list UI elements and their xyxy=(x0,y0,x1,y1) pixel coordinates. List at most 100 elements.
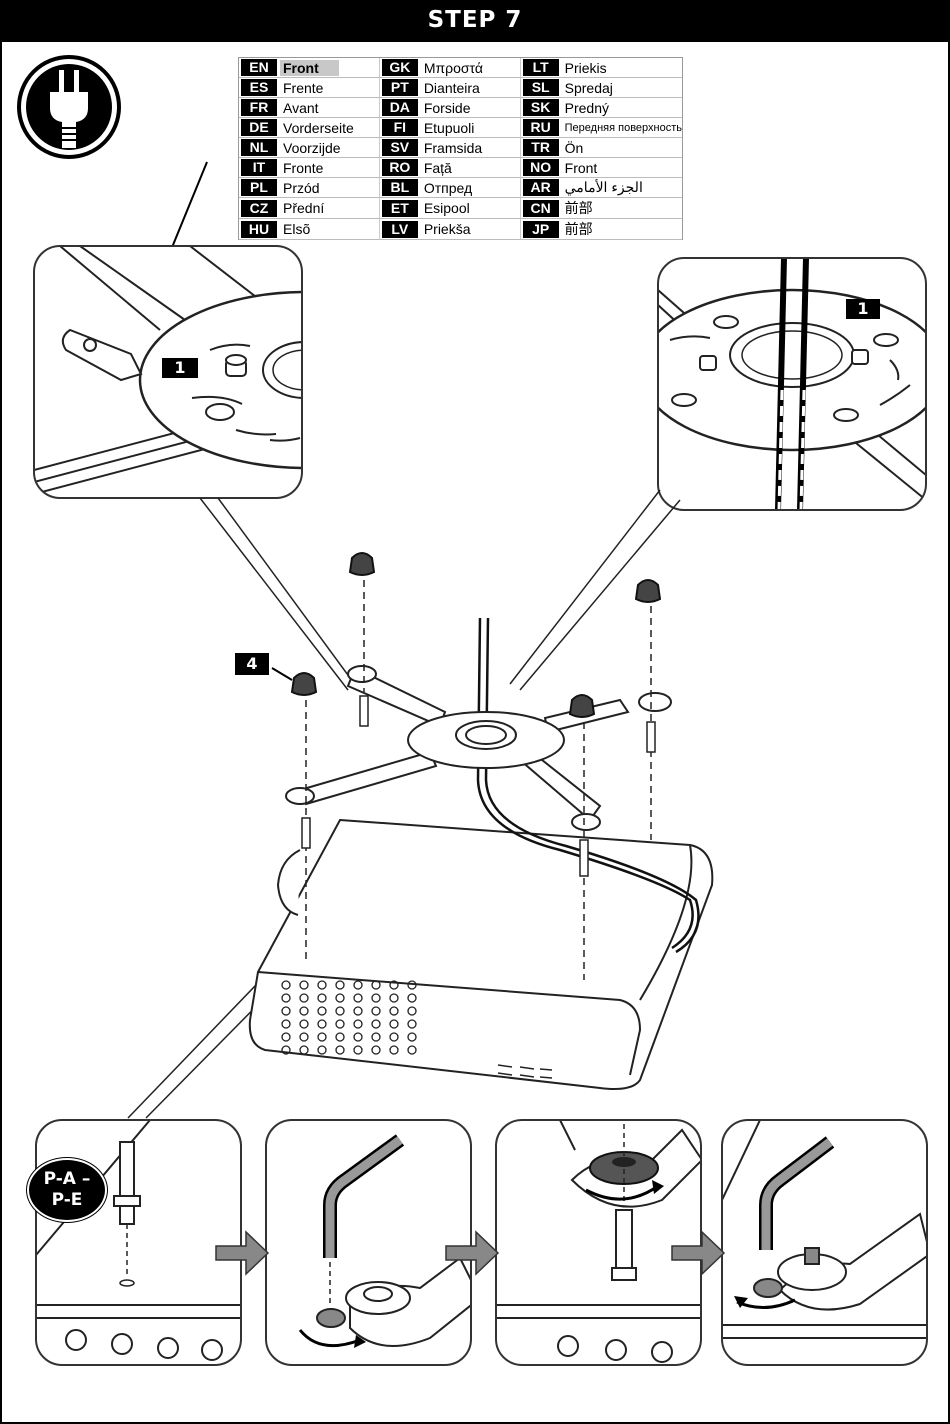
language-code: TR xyxy=(522,139,559,156)
language-cell: SK Predný xyxy=(520,98,682,118)
knob-icons xyxy=(271,552,662,980)
language-cell: PL Przód xyxy=(239,178,380,198)
language-cell: FI Etupuoli xyxy=(379,118,521,138)
language-code: DA xyxy=(381,99,418,116)
right-detail-panel xyxy=(657,257,927,511)
language-cell: NL Voorzijde xyxy=(239,138,380,158)
language-code: LT xyxy=(522,59,559,76)
language-code: RU xyxy=(522,119,559,136)
language-word: Predný xyxy=(564,99,609,116)
language-word: Framsida xyxy=(423,139,483,156)
language-code: RO xyxy=(381,159,418,176)
language-word: Forside xyxy=(423,99,471,116)
power-cables xyxy=(476,617,700,954)
language-code: NL xyxy=(241,139,277,156)
language-cell: CZ Přední xyxy=(239,198,380,219)
language-cell: NO Front xyxy=(520,158,682,178)
step-header: STEP 7 xyxy=(0,0,950,42)
language-cell: CN 前部 xyxy=(520,198,682,219)
left-detail-panel xyxy=(33,245,303,499)
language-word: Voorzijde xyxy=(283,139,341,156)
language-word: Elsõ xyxy=(283,221,311,237)
language-word: Esipool xyxy=(423,200,470,216)
language-word: Spredaj xyxy=(564,79,613,96)
language-word: Μπροστά xyxy=(423,59,483,76)
language-word: Etupuoli xyxy=(423,119,475,136)
language-code: CN xyxy=(522,199,559,217)
language-code: SK xyxy=(522,99,559,116)
language-cell: ET Esipool xyxy=(379,198,521,219)
language-code: PL xyxy=(241,179,277,196)
language-word: Fronte xyxy=(283,159,324,176)
language-cell: LT Priekis xyxy=(520,58,682,78)
language-word: Отпред xyxy=(423,179,473,196)
callout-right-detail: 1 xyxy=(846,299,880,319)
language-word: Frente xyxy=(283,79,324,96)
language-word: الجزء الأمامي xyxy=(564,179,643,195)
language-code: LV xyxy=(381,220,418,238)
language-code: FR xyxy=(241,99,277,116)
part-label: P-A –P-E xyxy=(43,1169,91,1210)
language-code: FI xyxy=(381,119,418,136)
language-cell: TR Ön xyxy=(520,138,682,158)
bottom-panel-3 xyxy=(495,1119,702,1366)
language-code: CZ xyxy=(241,199,277,217)
language-code: DE xyxy=(241,119,277,136)
language-word: Front xyxy=(280,59,339,76)
language-word: 前部 xyxy=(564,221,593,237)
language-word: Vorderseite xyxy=(283,119,354,136)
right-arrow-icon xyxy=(215,1230,726,1276)
language-word: Dianteira xyxy=(423,79,480,96)
part-label-badge: P-A –P-E xyxy=(27,1158,107,1222)
language-cell: JP 前部 xyxy=(520,219,682,240)
language-cell: SL Spredaj xyxy=(520,78,682,98)
bottom-panel-4 xyxy=(721,1119,928,1366)
language-cell: IT Fronte xyxy=(239,158,380,178)
language-code: AR xyxy=(522,179,559,196)
language-word: Front xyxy=(564,159,598,176)
language-code: EN xyxy=(241,59,277,76)
language-word: Передняя поверхность xyxy=(564,121,682,134)
language-word: Priekis xyxy=(564,59,607,76)
language-cell: AR الجزء الأمامي xyxy=(520,178,682,198)
language-cell: PT Dianteira xyxy=(379,78,521,98)
language-cell: ES Frente xyxy=(239,78,380,98)
language-word: 前部 xyxy=(564,200,593,216)
language-cell: RO Față xyxy=(379,158,521,178)
language-word: Přední xyxy=(283,200,325,216)
language-code: ES xyxy=(241,79,277,96)
bottom-panel-1 xyxy=(35,1119,242,1366)
callout-knob-count: 4 xyxy=(235,653,269,675)
language-code: SL xyxy=(522,79,559,96)
language-cell: GK Μπροστά xyxy=(379,58,521,78)
language-cell: BL Отпред xyxy=(379,178,521,198)
language-word: Avant xyxy=(283,99,319,116)
language-code: IT xyxy=(241,159,277,176)
language-code: PT xyxy=(381,79,418,96)
language-word: Față xyxy=(423,159,452,176)
language-code: HU xyxy=(241,220,277,238)
language-word: Ön xyxy=(564,139,584,156)
ceiling-mount xyxy=(285,665,672,831)
language-code: SV xyxy=(381,139,418,156)
language-cell: RU Передняя поверхность xyxy=(520,118,682,138)
callout-left-detail: 1 xyxy=(162,358,198,378)
projector-body xyxy=(248,818,714,1090)
language-code: NO xyxy=(522,159,559,176)
unplug-power-icon xyxy=(17,55,121,159)
language-code: JP xyxy=(522,220,559,238)
language-cell: SV Framsida xyxy=(379,138,521,158)
language-code: ET xyxy=(381,199,418,217)
language-cell: FR Avant xyxy=(239,98,380,118)
language-cell: DE Vorderseite xyxy=(239,118,380,138)
language-word: Przód xyxy=(283,179,320,196)
language-cell: DA Forside xyxy=(379,98,521,118)
language-cell: HU Elsõ xyxy=(239,219,380,240)
language-code: BL xyxy=(381,179,418,196)
bottom-panel-2 xyxy=(265,1119,472,1366)
language-code: GK xyxy=(381,59,418,76)
